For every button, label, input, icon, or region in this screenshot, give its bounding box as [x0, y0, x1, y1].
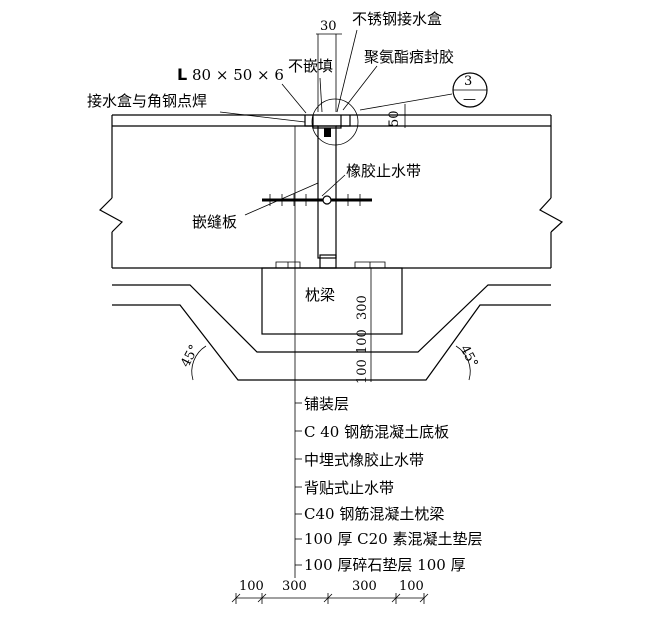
layer-item: 铺装层 — [304, 395, 349, 413]
layer-item: 100 厚碎石垫层 100 厚 — [304, 556, 466, 574]
layer-legend: 铺装层 C 40 钢筋混凝土底板 中埋式橡胶止水带 背贴式止水带 C40 钢筋混… — [304, 395, 483, 574]
weld-label: 接水盒与角钢点焊 — [87, 92, 207, 110]
angle-steel-symbol: L — [177, 65, 187, 84]
angle-right-label: 45° — [456, 343, 480, 370]
leader-lines — [191, 29, 471, 578]
bottom-dim: 100 — [239, 579, 264, 594]
base-slab — [99, 114, 564, 269]
dim-30: 30 — [320, 19, 337, 34]
layer-item: C 40 钢筋混凝土底板 — [304, 423, 449, 441]
layer-item: 100 厚 C20 素混凝土垫层 — [304, 530, 483, 548]
sleeper-beam — [261, 254, 403, 335]
bottom-dim: 100 — [399, 579, 424, 594]
bottom-dimensions: 100 300 300 100 — [239, 579, 424, 594]
detail-sub: — — [463, 92, 476, 107]
sealant-label: 聚氨酯痞封胶 — [364, 48, 454, 66]
angle-left-label: 45° — [178, 342, 202, 369]
bottom-dim: 300 — [352, 579, 377, 594]
dim-300-vertical: 300 — [355, 295, 370, 320]
joint-assembly — [262, 98, 372, 259]
bottom-dim: 300 — [282, 579, 307, 594]
layer-item: C40 钢筋混凝土枕梁 — [304, 505, 444, 523]
cushion-layers — [112, 284, 551, 381]
joint-board-label: 嵌缝板 — [192, 213, 237, 231]
detail-callout: 3 — — [452, 72, 488, 108]
angle-steel-label: 80 × 50 × 6 — [192, 66, 284, 84]
no-fill-label: 不嵌填 — [288, 57, 333, 75]
stainless-box-label: 不锈钢接水盒 — [352, 10, 442, 28]
bottom-dimension-line — [231, 593, 429, 604]
dim-50: 50 — [387, 110, 402, 127]
detail-number: 3 — [464, 74, 472, 89]
rubber-waterstop-label: 橡胶止水带 — [346, 162, 421, 180]
dim-100-vertical-1: 100 — [355, 329, 370, 354]
layer-item: 背贴式止水带 — [304, 479, 394, 497]
dim-100-vertical-2: 100 — [355, 359, 370, 384]
layer-item: 中埋式橡胶止水带 — [304, 451, 424, 469]
sleeper-beam-label: 枕梁 — [305, 286, 335, 304]
